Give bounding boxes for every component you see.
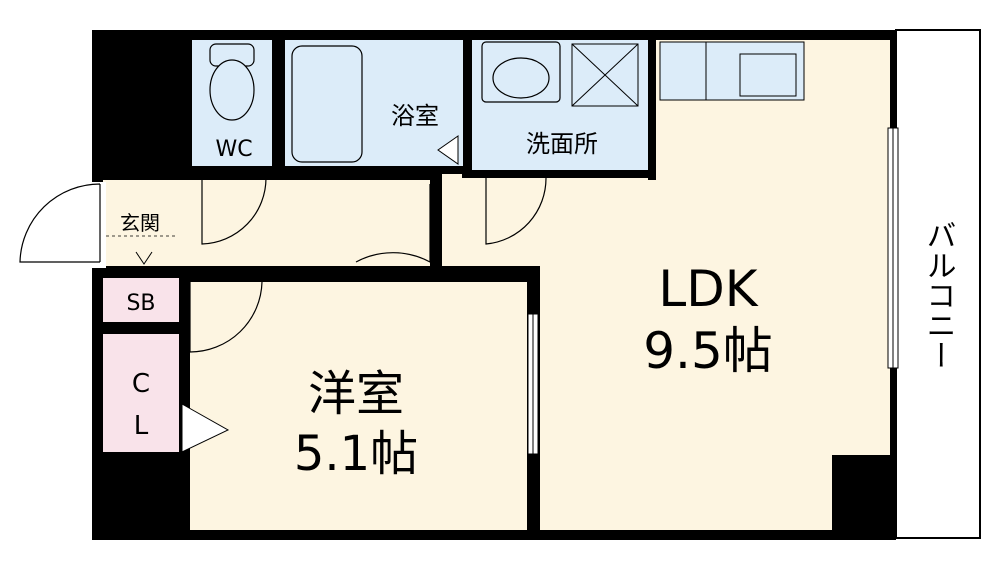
- wall-hall-top: [192, 166, 462, 174]
- wall-washroom-bottom: [462, 170, 656, 178]
- wall-storage-right: [179, 266, 190, 536]
- bathtub-icon: [291, 45, 363, 163]
- western-room-name: 洋室: [308, 366, 404, 422]
- kitchen-sink: [739, 53, 797, 97]
- wall-sb-cl: [103, 322, 179, 334]
- closet-label-c: C: [132, 369, 150, 399]
- closet-label-l: L: [134, 411, 149, 441]
- shoe-box-label: SB: [126, 291, 155, 316]
- wall-left-lower: [92, 452, 190, 540]
- closet-floor: [103, 334, 179, 452]
- wall-bath-wash: [463, 40, 472, 170]
- closet-door-marker: [181, 403, 230, 453]
- western-room-size: 5.1帖: [294, 426, 418, 482]
- bath-door-marker: [437, 135, 459, 165]
- wall-western-top: [180, 266, 540, 280]
- entrance-door-swing: [19, 183, 101, 263]
- entrance-door-gap: [92, 182, 106, 268]
- shoe-box-floor: [103, 278, 179, 322]
- wall-washroom-right: [648, 40, 656, 180]
- western-room-floor: [190, 282, 527, 530]
- entrance-step-marker: [135, 251, 153, 265]
- entrance-label: 玄関: [120, 211, 160, 235]
- bath-label: 浴室: [391, 102, 439, 130]
- washroom-label: 洗面所: [526, 130, 598, 158]
- ldk-name: LDK: [658, 260, 758, 318]
- washing-machine-space-icon: [571, 43, 639, 107]
- ldk-floor-upper: [440, 174, 550, 266]
- washbasin-icon: [481, 41, 561, 103]
- wall-wc-bath: [272, 40, 285, 170]
- ldk-corner-wall: [832, 455, 896, 540]
- hall-ldk-door-swing: [355, 184, 431, 264]
- wc-label: WC: [215, 137, 252, 162]
- western-room-door-swing: [189, 281, 263, 353]
- wc-door-swing: [201, 177, 267, 245]
- ldk-size: 9.5帖: [643, 322, 773, 380]
- wall-hall-to-ldk: [430, 174, 442, 270]
- balcony-area: [895, 29, 981, 539]
- kitchen-counter: [659, 41, 805, 101]
- washroom-door-swing: [485, 177, 547, 245]
- balcony-label: バルコニー: [921, 220, 956, 370]
- toilet-icon: [209, 43, 255, 121]
- hallway-floor: [103, 180, 443, 266]
- wall-entrance-bottom: [103, 266, 183, 278]
